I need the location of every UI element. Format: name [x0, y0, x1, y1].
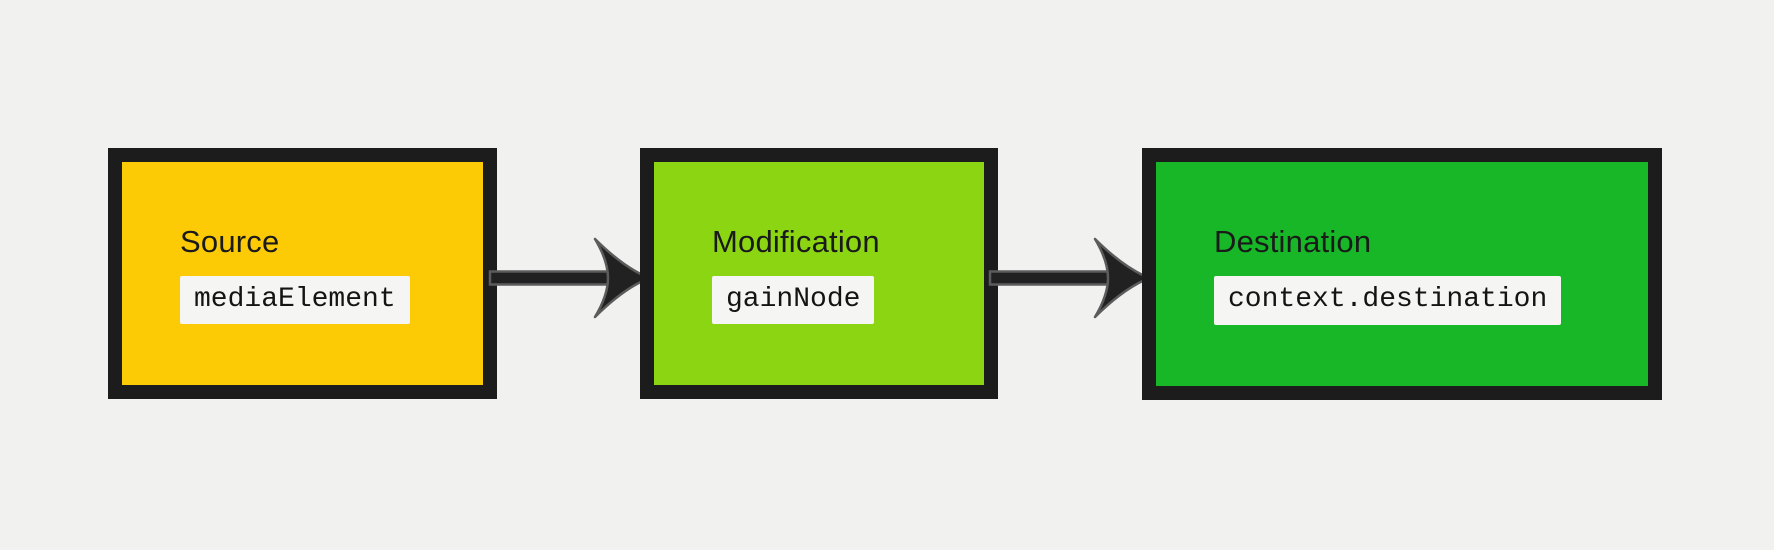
arrow-head [593, 237, 651, 319]
node-source-code-badge: mediaElement [180, 275, 410, 325]
arrow-head [1093, 237, 1151, 319]
node-modification-code-badge: gainNode [712, 275, 875, 325]
node-destination-title: Destination [1214, 224, 1372, 259]
node-destination-code-badge: context.destination [1214, 276, 1562, 325]
arrow-modification-to-destination-icon [988, 237, 1151, 319]
node-source-title: Source [180, 223, 280, 259]
node-destination: Destination context.destination [1142, 148, 1662, 400]
arrow-shaft [488, 270, 612, 286]
arrow-shaft [988, 270, 1112, 286]
arrow-source-to-modification-icon [488, 237, 651, 319]
node-modification: Modification gainNode [640, 148, 998, 399]
node-modification-title: Modification [712, 223, 880, 259]
node-source: Source mediaElement [108, 148, 497, 399]
